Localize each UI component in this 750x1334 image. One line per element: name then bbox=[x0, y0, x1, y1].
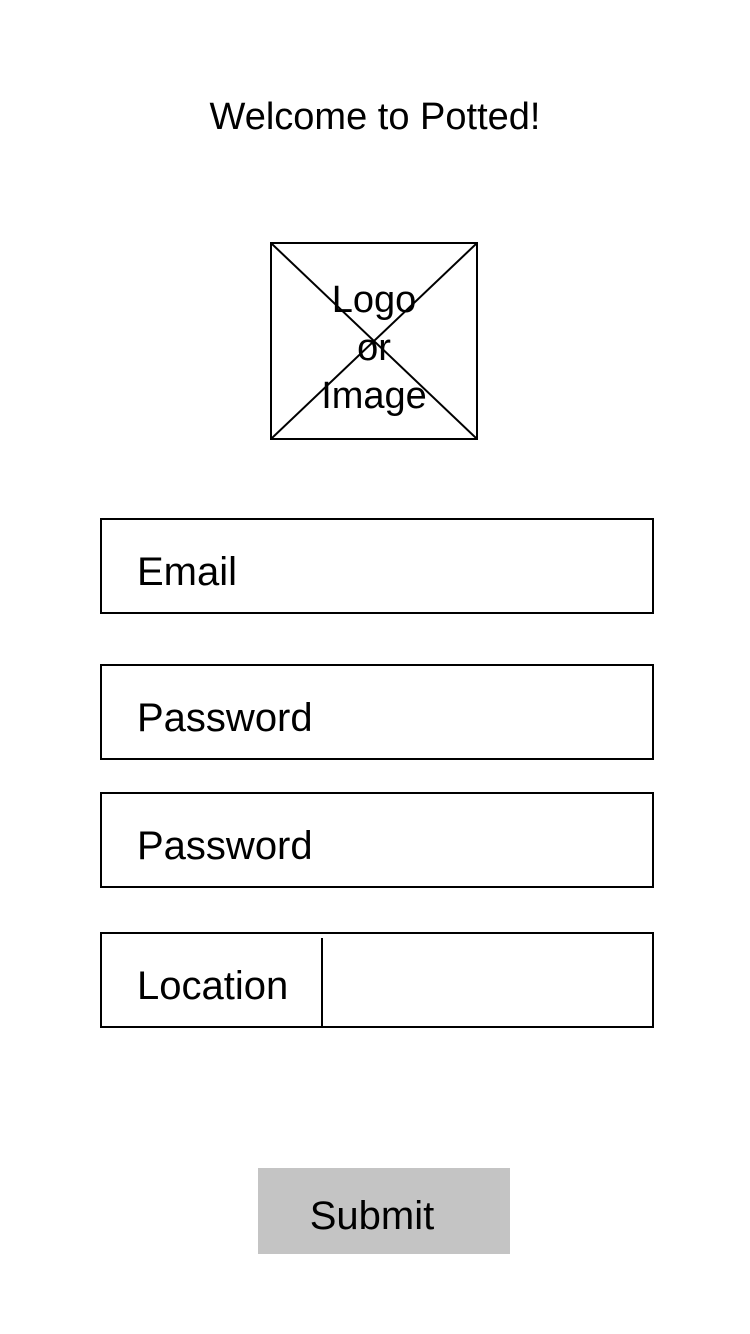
logo-placeholder-text: Logo or Image bbox=[321, 279, 427, 417]
email-field[interactable]: Email bbox=[100, 518, 654, 614]
location-field[interactable]: Location bbox=[100, 932, 654, 1028]
location-input[interactable] bbox=[102, 934, 652, 1026]
confirm-password-field[interactable]: Password bbox=[100, 792, 654, 888]
confirm-password-input[interactable] bbox=[102, 794, 652, 886]
page-title: Welcome to Potted! bbox=[209, 96, 541, 138]
email-input[interactable] bbox=[102, 520, 652, 612]
password-input[interactable] bbox=[102, 666, 652, 758]
logo-placeholder: Logo or Image bbox=[270, 242, 478, 440]
submit-button-label: Submit bbox=[309, 1194, 435, 1238]
submit-button[interactable]: Submit bbox=[258, 1168, 510, 1254]
image-placeholder-icon bbox=[272, 244, 476, 438]
password-field[interactable]: Password bbox=[100, 664, 654, 760]
